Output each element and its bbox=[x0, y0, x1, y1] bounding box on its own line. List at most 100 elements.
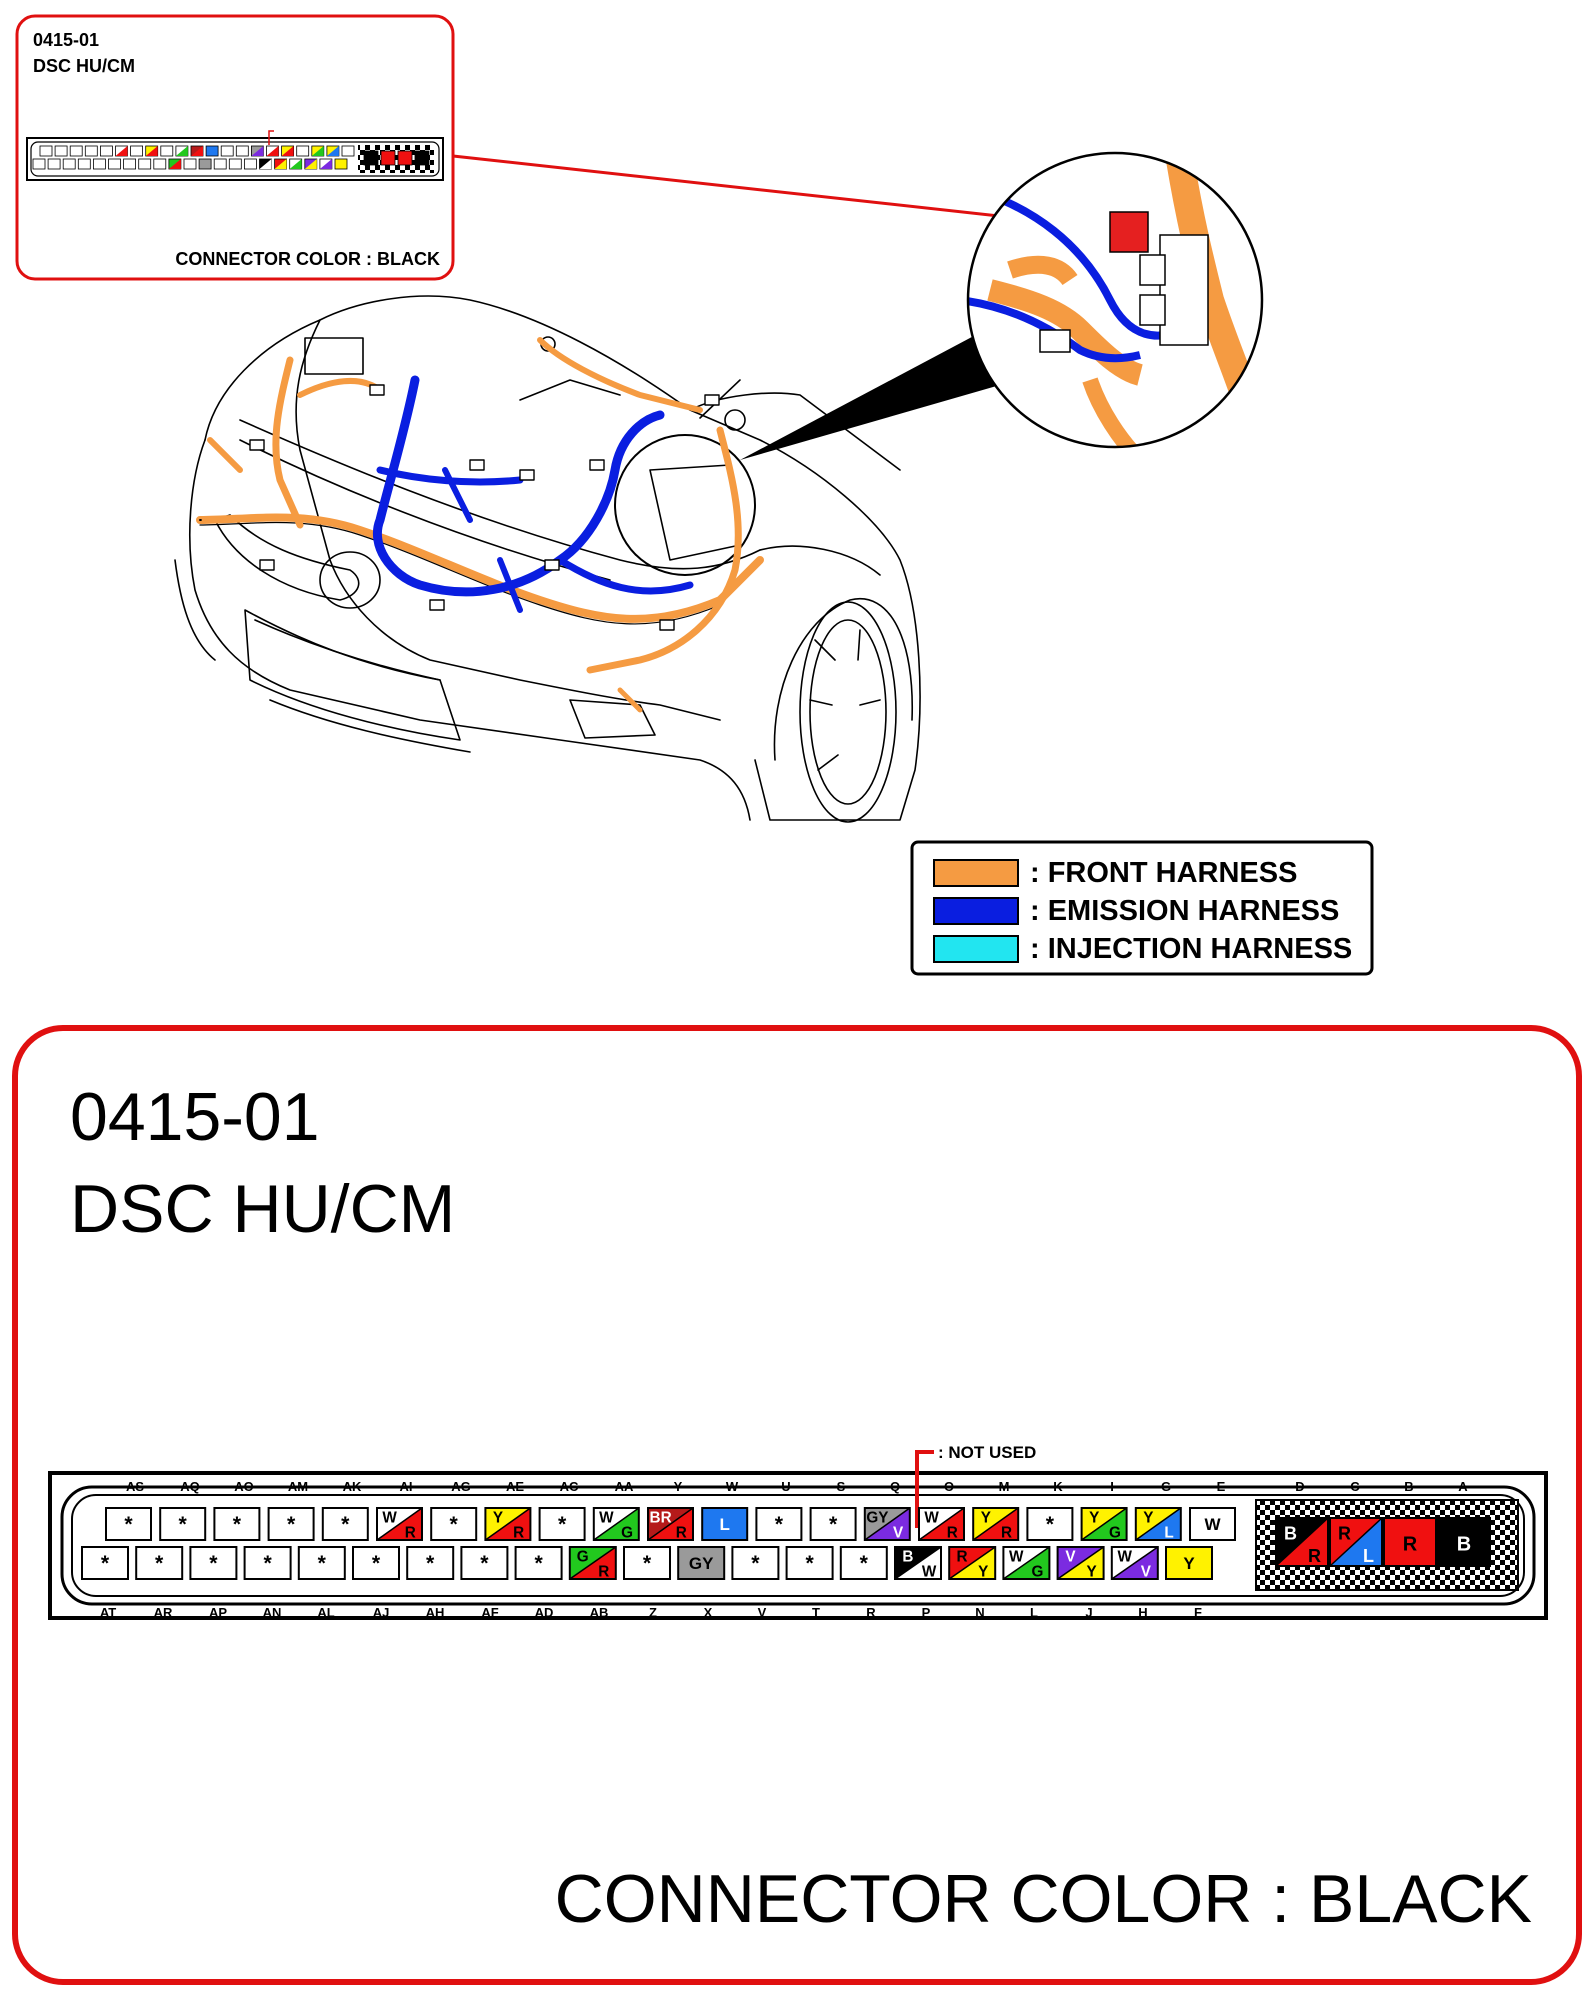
mini-pin bbox=[363, 150, 379, 166]
wire-color-label: R bbox=[598, 1563, 609, 1580]
pin-letter-top: Y bbox=[674, 1479, 683, 1494]
pin-letter-bottom: AF bbox=[481, 1605, 498, 1620]
unused-pin-mark: * bbox=[534, 1551, 543, 1575]
unused-pin-mark: * bbox=[558, 1512, 567, 1536]
pin-letter-top: Q bbox=[890, 1479, 900, 1494]
pin-letter-top: A bbox=[1458, 1479, 1468, 1494]
pin-letter-bottom: AD bbox=[535, 1605, 554, 1620]
wire-color-label: W bbox=[1117, 1548, 1132, 1565]
connector-pin: * bbox=[243, 1546, 292, 1580]
pin-letter-top: D bbox=[1295, 1479, 1304, 1494]
pin-letter-top: O bbox=[944, 1479, 954, 1494]
connector-pin: * bbox=[159, 1507, 207, 1541]
unused-pin-mark: * bbox=[318, 1551, 327, 1575]
wire-color-label: B bbox=[902, 1548, 913, 1565]
zoom-leader bbox=[740, 330, 1000, 460]
pin-letter-top: AC bbox=[560, 1479, 579, 1494]
mini-pin bbox=[69, 145, 83, 157]
connector-pin: * bbox=[81, 1546, 129, 1580]
pin-letter-bottom: AN bbox=[263, 1605, 282, 1620]
mini-pin bbox=[77, 158, 91, 170]
pin-letter-bottom: X bbox=[704, 1605, 713, 1620]
unused-pin-mark: * bbox=[287, 1512, 296, 1536]
mini-pin bbox=[123, 158, 136, 170]
unused-pin-mark: * bbox=[860, 1551, 869, 1575]
unused-pin-mark: * bbox=[450, 1512, 459, 1536]
wire-color-label: Y bbox=[1089, 1509, 1099, 1526]
mini-pin bbox=[296, 145, 310, 157]
connector-pin: WR bbox=[376, 1507, 423, 1541]
connector-pin: WG bbox=[1002, 1546, 1051, 1580]
connector-pin: * bbox=[460, 1546, 509, 1580]
inset-connector-thumbnail bbox=[26, 130, 444, 181]
connector-pin: * bbox=[731, 1546, 780, 1580]
wire-color-label: R bbox=[513, 1524, 524, 1541]
pin-letter-bottom: AT bbox=[100, 1605, 116, 1620]
wire-color-label: B bbox=[1284, 1524, 1297, 1544]
connector-pin: RL bbox=[1329, 1517, 1383, 1567]
pin-letter-top: I bbox=[1110, 1479, 1114, 1494]
inset-name: DSC HU/CM bbox=[33, 56, 135, 76]
connector-pin: GY bbox=[677, 1546, 726, 1580]
wire-color-label: L bbox=[1363, 1546, 1374, 1566]
connector-pin: R bbox=[1383, 1517, 1437, 1567]
pin-letter-top: AG bbox=[451, 1479, 471, 1494]
wire-color-label: V bbox=[1141, 1563, 1152, 1580]
connector-pin: BW bbox=[894, 1546, 942, 1580]
pin-letter-bottom: V bbox=[758, 1605, 767, 1620]
unused-pin-mark: * bbox=[426, 1551, 435, 1575]
pin-letter-bottom: N bbox=[975, 1605, 984, 1620]
mini-pin bbox=[205, 145, 219, 157]
connector-pin: W bbox=[1189, 1507, 1236, 1541]
mini-pin bbox=[62, 158, 76, 170]
wire-color-label: GY bbox=[689, 1554, 714, 1573]
connector-pin: * bbox=[352, 1546, 400, 1580]
connector-pin: * bbox=[809, 1507, 857, 1541]
wire-color-label: Y bbox=[1087, 1563, 1097, 1580]
legend-label: : FRONT HARNESS bbox=[1030, 857, 1297, 889]
wire-color-label: R bbox=[957, 1548, 968, 1565]
mini-pin bbox=[93, 158, 106, 170]
unused-pin-mark: * bbox=[341, 1512, 350, 1536]
connector-pin: YR bbox=[484, 1507, 532, 1541]
unused-pin-mark: * bbox=[775, 1512, 784, 1536]
wire-color-label: GY bbox=[866, 1509, 888, 1526]
wire-color-label: Y bbox=[978, 1563, 988, 1580]
connector-pin: RY bbox=[948, 1546, 997, 1580]
connector-pin: L bbox=[701, 1507, 749, 1541]
connector-pin: BRR bbox=[647, 1507, 694, 1541]
unused-pin-mark: * bbox=[124, 1512, 133, 1536]
connector-pin: B bbox=[1437, 1517, 1491, 1567]
connector-pin: Y bbox=[1165, 1546, 1213, 1580]
pin-letter-top: G bbox=[1161, 1479, 1171, 1494]
unused-pin-mark: * bbox=[480, 1551, 489, 1575]
mini-pin bbox=[108, 158, 121, 170]
unused-pin-mark: * bbox=[233, 1512, 242, 1536]
mini-pin bbox=[334, 158, 348, 170]
connector-pin: * bbox=[406, 1546, 455, 1580]
pin-letter-top: B bbox=[1404, 1479, 1413, 1494]
pin-letter-top: AK bbox=[343, 1479, 362, 1494]
connector-pin: * bbox=[1026, 1507, 1074, 1541]
pin-letter-bottom: AJ bbox=[373, 1605, 390, 1620]
inset-connector-box: 0415-01 DSC HU/CM CONNECTOR COLOR : BLAC… bbox=[15, 14, 455, 281]
connector-pin: * bbox=[189, 1546, 238, 1580]
pin-letter-bottom: Z bbox=[649, 1605, 657, 1620]
wire-color-label: R bbox=[1308, 1546, 1321, 1566]
wire-color-label: B bbox=[1457, 1534, 1471, 1556]
detail-connector-color: CONNECTOR COLOR : BLACK bbox=[555, 1861, 1532, 1937]
pin-letter-bottom: AB bbox=[590, 1605, 609, 1620]
connector-pin: * bbox=[514, 1546, 563, 1580]
wire-color-label: W bbox=[924, 1509, 939, 1526]
wire-color-label: V bbox=[893, 1524, 904, 1541]
mini-pin bbox=[220, 145, 234, 157]
inset-code: 0415-01 bbox=[33, 30, 99, 50]
wire-color-label: G bbox=[621, 1524, 633, 1541]
connector-pin: * bbox=[839, 1546, 888, 1580]
pin-letter-top: U bbox=[781, 1479, 790, 1494]
pin-letter-bottom: R bbox=[866, 1605, 876, 1620]
connector-pin: WV bbox=[1110, 1546, 1159, 1580]
wire-color-label: W bbox=[599, 1509, 614, 1526]
wire-color-label: W bbox=[1009, 1548, 1024, 1565]
